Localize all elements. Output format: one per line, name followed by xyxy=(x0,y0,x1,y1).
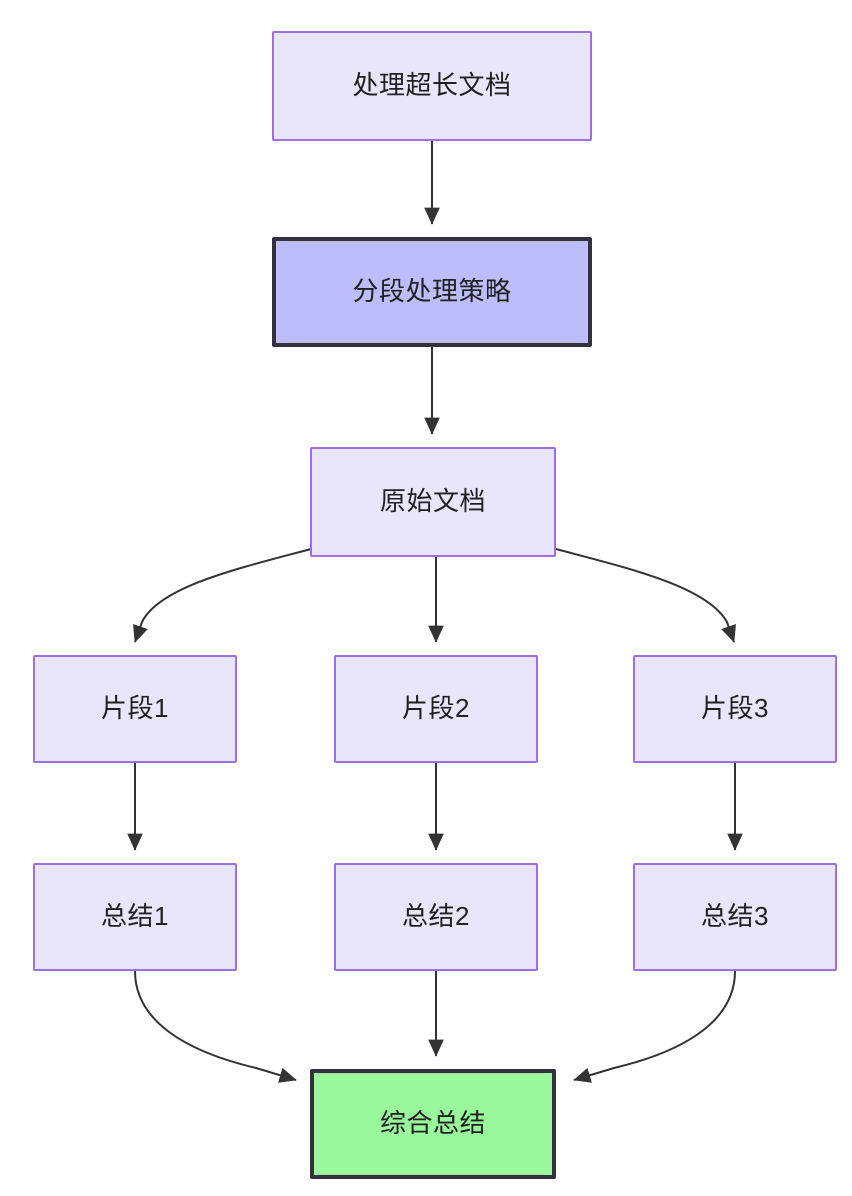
node-label-chunk1: 片段1 xyxy=(101,693,169,724)
node-summary3[interactable]: 总结3 xyxy=(633,863,837,971)
node-source[interactable]: 原始文档 xyxy=(310,447,556,557)
edge-source-chunk3 xyxy=(555,548,736,643)
node-chunk3[interactable]: 片段3 xyxy=(633,655,837,763)
node-label-strategy: 分段处理策略 xyxy=(352,276,512,307)
node-summary2[interactable]: 总结2 xyxy=(334,863,538,971)
node-strategy[interactable]: 分段处理策略 xyxy=(272,237,592,347)
edge-source-chunk1 xyxy=(133,548,312,643)
node-label-chunk2: 片段2 xyxy=(402,693,470,724)
node-label-root: 处理超长文档 xyxy=(352,70,512,101)
node-label-final: 综合总结 xyxy=(379,1108,486,1139)
edge-summary1-final xyxy=(134,970,297,1083)
edge-summary3-final xyxy=(573,970,736,1083)
node-root[interactable]: 处理超长文档 xyxy=(272,31,592,141)
node-chunk1[interactable]: 片段1 xyxy=(33,655,237,763)
node-final[interactable]: 综合总结 xyxy=(310,1069,556,1179)
node-label-summary2: 总结2 xyxy=(402,901,470,932)
node-chunk2[interactable]: 片段2 xyxy=(334,655,538,763)
node-summary1[interactable]: 总结1 xyxy=(33,863,237,971)
node-label-summary3: 总结3 xyxy=(701,901,769,932)
node-label-source: 原始文档 xyxy=(379,486,486,517)
node-label-chunk3: 片段3 xyxy=(701,693,769,724)
node-label-summary1: 总结1 xyxy=(101,901,169,932)
